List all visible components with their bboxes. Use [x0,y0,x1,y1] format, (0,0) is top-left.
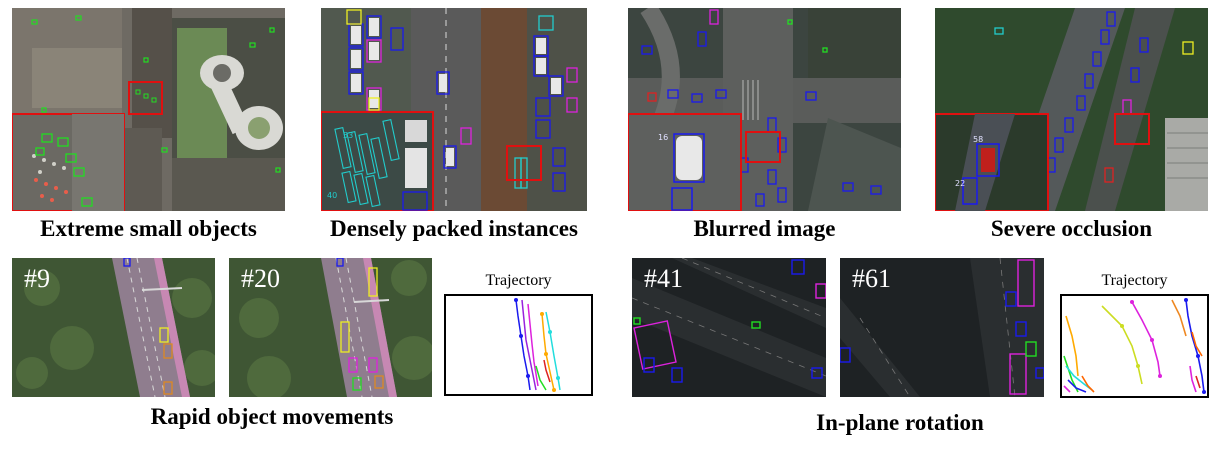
trajectory-title-right: Trajectory [1101,272,1168,289]
image-extreme-small-objects [12,8,285,211]
image-blurred: 16 [628,8,901,211]
inset-id-58: 58 [973,135,983,144]
image-frame-9: #9 [12,258,215,397]
inset-id-16: 16 [658,133,668,142]
caption-rapid-object-movements: Rapid object movements [150,404,394,429]
frame-label-20: #20 [241,264,280,293]
frame-label-61: #61 [852,264,891,293]
trajectory-title-left: Trajectory [485,272,552,289]
image-frame-20: #20 [229,258,432,397]
caption-severe-occlusion: Severe occlusion [990,216,1153,241]
image-severe-occlusion: 58 22 [935,8,1208,211]
image-frame-41: #41 [632,258,826,397]
trajectory-plot-right [1060,294,1209,398]
caption-extreme-small-objects: Extreme small objects [40,216,257,241]
image-densely-packed-instances: 53 40 [321,8,587,211]
frame-label-9: #9 [24,264,50,293]
caption-densely-packed-instances: Densely packed instances [330,216,578,241]
inset-id-22: 22 [955,179,965,188]
inset-id-53: 53 [343,131,353,140]
inset-id-40: 40 [327,191,337,200]
trajectory-plot-left [444,294,593,396]
caption-in-plane-rotation: In-plane rotation [816,410,984,435]
caption-blurred-image: Blurred image [693,216,836,241]
image-frame-61: #61 [840,258,1044,397]
frame-label-41: #41 [644,264,683,293]
